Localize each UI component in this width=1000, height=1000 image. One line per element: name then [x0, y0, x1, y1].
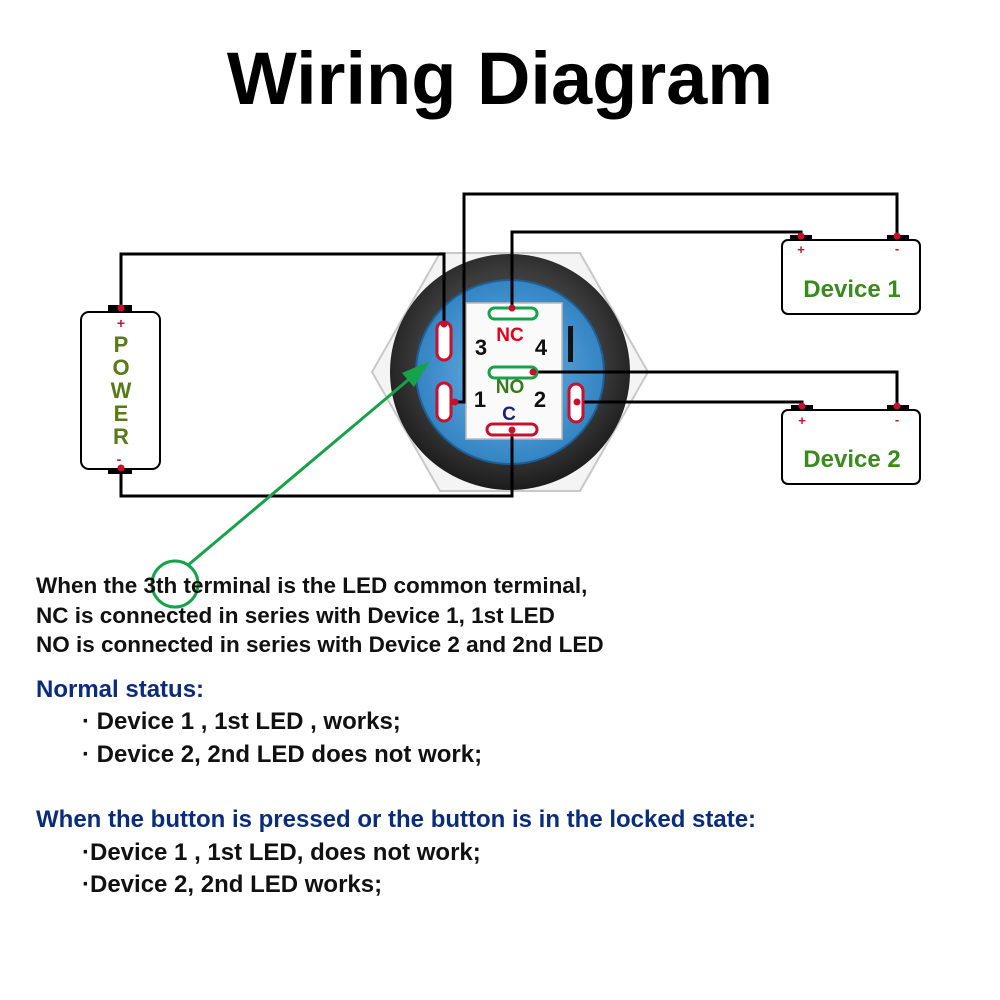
callout-arrow-line	[186, 368, 421, 568]
device2-plus-label: +	[798, 413, 806, 428]
wire-device1-minus	[455, 192, 899, 404]
label-terminal-1: 1	[474, 387, 486, 412]
power-plus-dot	[117, 304, 125, 312]
label-c: C	[502, 404, 516, 425]
device1-minus-label: -	[895, 241, 899, 256]
power-letter-r: R	[113, 424, 129, 449]
power-letter-w: W	[111, 378, 132, 403]
label-nc: NC	[496, 325, 524, 346]
pin-led-plus	[435, 320, 453, 362]
device1-plus-label: +	[797, 242, 805, 257]
device2-box	[781, 409, 921, 485]
callout-arrowhead	[402, 361, 430, 387]
switch-pins	[435, 306, 585, 437]
power-letter-p: P	[114, 332, 129, 357]
device2-minus-label: -	[895, 412, 899, 427]
polarity-mark	[568, 326, 573, 362]
pin-no	[487, 365, 539, 380]
device2-plus-dot	[798, 402, 806, 410]
power-letter-o: O	[112, 355, 129, 380]
device1-plus-dot	[797, 232, 805, 240]
device1-box	[781, 239, 921, 315]
power-minus-dot	[117, 464, 125, 472]
device1-label: Device 1	[803, 276, 900, 303]
label-no: NO	[496, 377, 525, 398]
label-terminal-4: 4	[535, 335, 548, 360]
device2-minus-dot	[893, 402, 901, 410]
device2-label: Device 2	[803, 446, 900, 473]
wire-device2-minus	[512, 370, 899, 406]
power-letter-e: E	[114, 401, 129, 426]
connection-dots	[440, 304, 581, 434]
device1-minus-dot	[893, 232, 901, 240]
callout-circle	[150, 559, 200, 609]
pin-led-minus	[435, 381, 453, 423]
label-terminal-3: 3	[475, 335, 487, 360]
wires	[119, 192, 899, 498]
wire-power-minus	[119, 430, 514, 498]
wire-power-plus	[119, 252, 446, 324]
power-minus-label: -	[117, 451, 122, 467]
page-title: Wiring Diagram	[226, 37, 774, 120]
label-terminal-2: 2	[534, 387, 546, 412]
power-plus-label: +	[117, 315, 125, 331]
